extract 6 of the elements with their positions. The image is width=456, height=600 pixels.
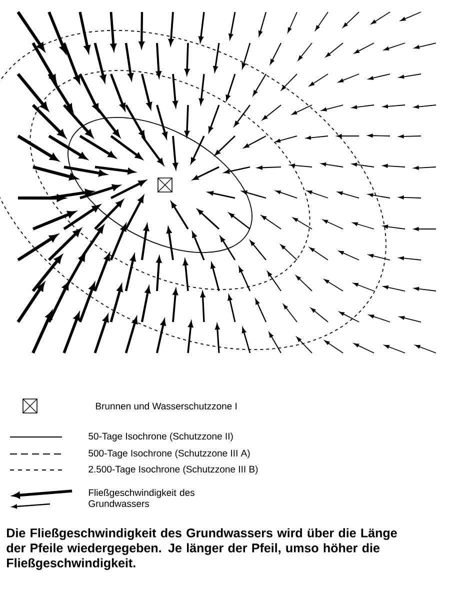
- legend-text: Brunnen und Wasserschutzzone I: [96, 402, 237, 410]
- legend-text: Fließgeschwindigkeit des Grundwassers: [88, 489, 194, 507]
- caption: Die Fließgeschwindigkeit des Grundwassers wird über die Länge der Pfeile wiedergegeben. Je länger der Pfeil, umso höher die Fließgeschwindigkeit.: [6, 528, 397, 570]
- legend-text: 500-Tage Isochrone (Schutzzone III A): [88, 450, 250, 458]
- legend-text: 50-Tage Isochrone (Schutzzone II): [88, 432, 233, 442]
- legend-text: 2.500-Tage Isochrone (Schutzzone III B): [88, 466, 258, 474]
